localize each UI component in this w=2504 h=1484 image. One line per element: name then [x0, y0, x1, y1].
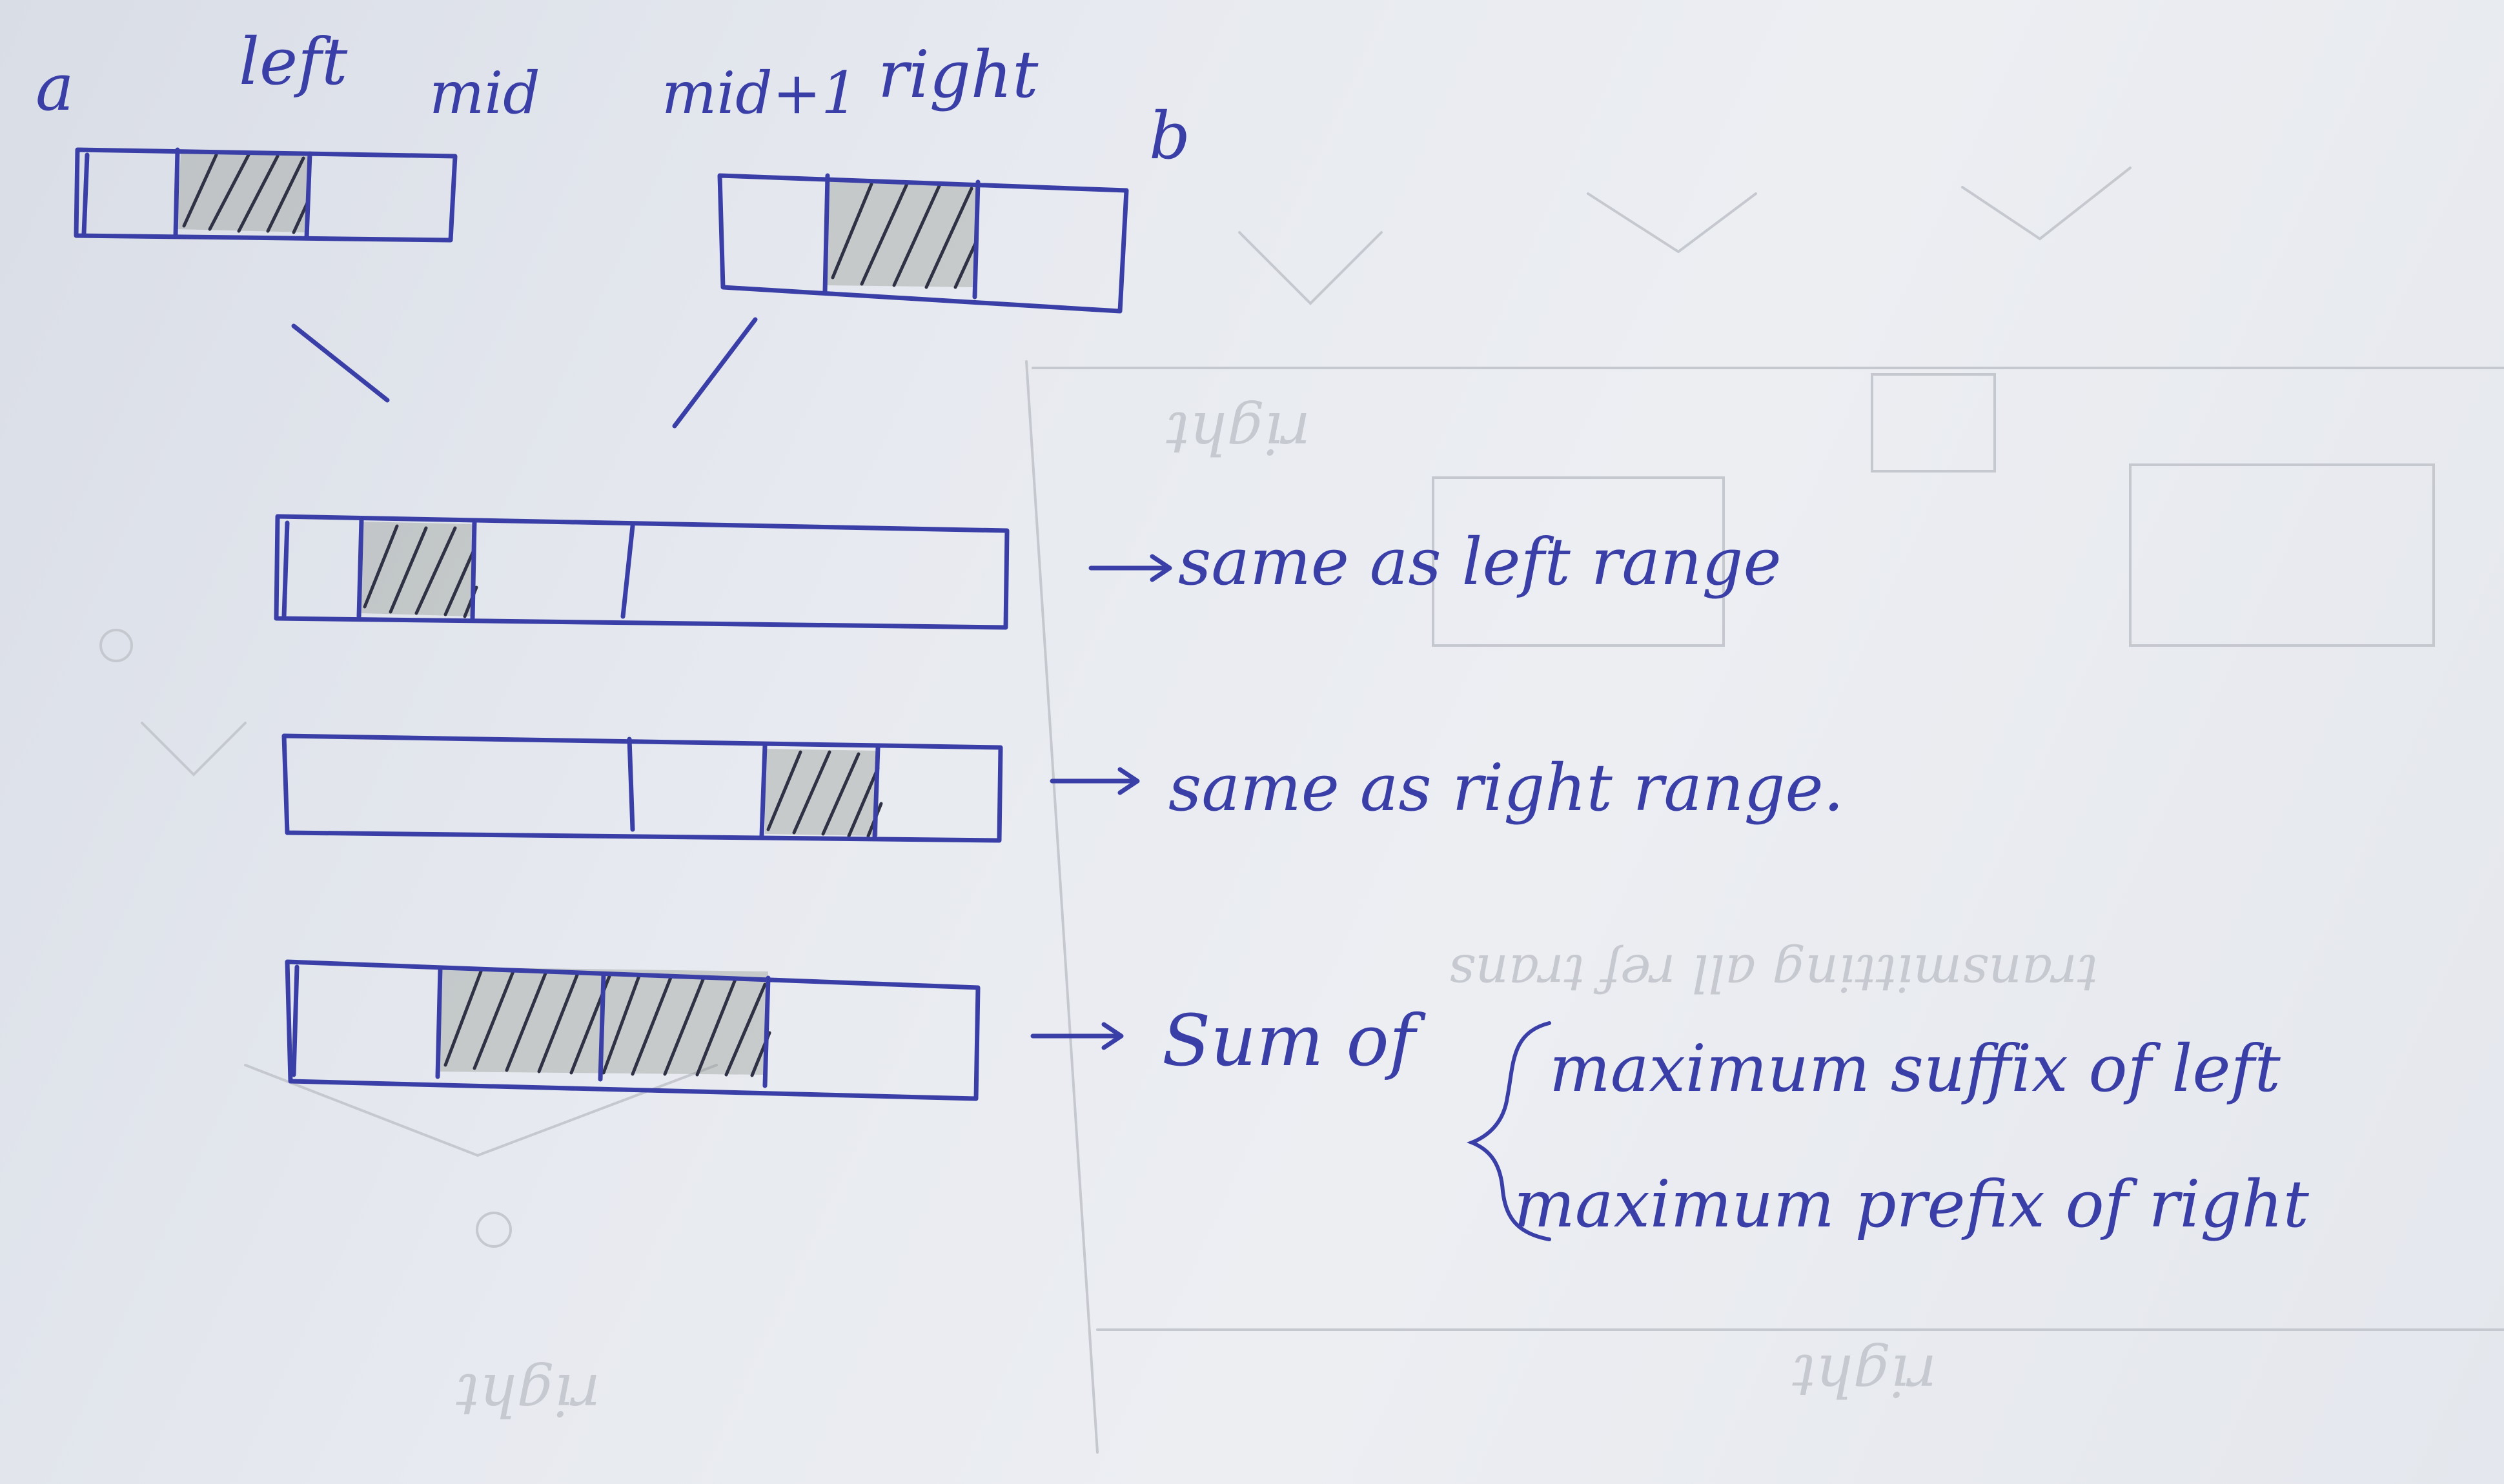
- svg-text:right: right: [456, 1361, 600, 1428]
- case-right-text: same as right range.: [1168, 750, 1844, 826]
- case-cross-text: Sum of: [1162, 999, 1426, 1082]
- svg-text:transmitting all ref trans: transmitting all ref trans: [1449, 943, 2098, 1003]
- max-suffix-text: maximum suffix of left: [1549, 1031, 2281, 1106]
- array-b-hatching: [831, 182, 978, 289]
- mid-plus-one-label: mid+1: [662, 59, 858, 127]
- svg-text:right: right: [1166, 399, 1310, 467]
- case-cross-diagram: [285, 959, 981, 1101]
- case-left-arrow: [1088, 554, 1172, 582]
- merge-stroke-right: [672, 317, 758, 429]
- case-cross-arrow: [1030, 1022, 1124, 1050]
- curly-brace: [1466, 1021, 1551, 1241]
- case-right-diagram: [281, 733, 1003, 843]
- array-a-hatching: [182, 153, 310, 234]
- array-b: [717, 173, 1129, 314]
- mid-label: mid: [429, 59, 540, 127]
- array-a: [74, 147, 458, 243]
- case-left-text: same as left range: [1178, 524, 1782, 600]
- right-label: right: [878, 37, 1039, 112]
- bleed-through-marks: right right right transmitting all ref t…: [99, 167, 2504, 1454]
- case-left-hatching: [363, 524, 478, 618]
- svg-text:right: right: [1792, 1341, 1937, 1409]
- case-right-hatching: [766, 750, 883, 838]
- array-b-label: b: [1149, 98, 1190, 174]
- case-right-arrow: [1050, 767, 1140, 795]
- array-a-label: a: [36, 50, 74, 125]
- max-prefix-text: maximum prefix of right: [1514, 1166, 2310, 1242]
- merge-stroke-left: [291, 323, 390, 403]
- case-left-diagram: [274, 514, 1010, 630]
- left-label: left: [239, 24, 348, 99]
